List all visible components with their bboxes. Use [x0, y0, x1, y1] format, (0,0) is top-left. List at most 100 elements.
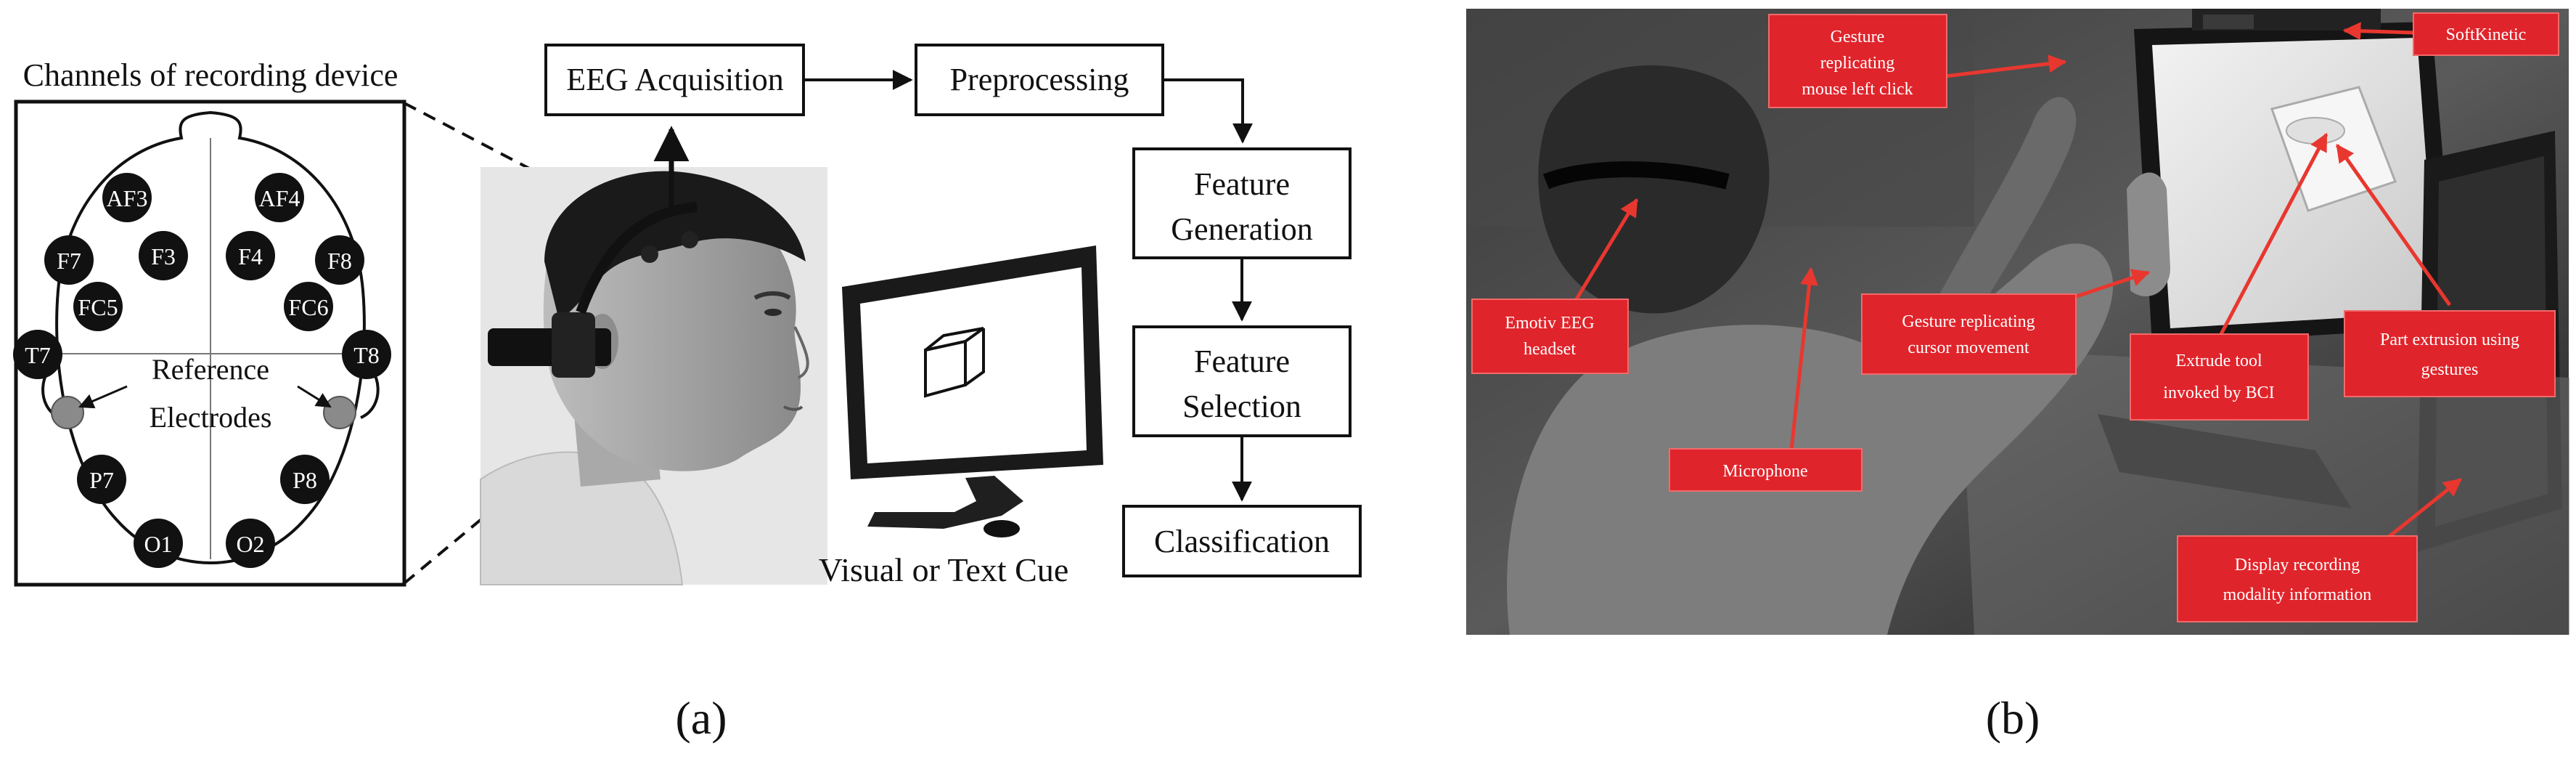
label-emotiv-line2: headset — [1524, 340, 1576, 359]
feature-generation-label-line2: Generation — [1171, 211, 1312, 247]
electrode-label: F3 — [151, 243, 176, 269]
arrow-extrude — [2219, 132, 2328, 336]
electrode-label: P7 — [89, 467, 114, 493]
electrode-label: O2 — [236, 531, 264, 557]
cube-icon — [924, 327, 985, 398]
label-gesture-click-line2: replicating — [1820, 54, 1895, 73]
label-extrude: Extrude tool invoked by BCI — [2130, 333, 2309, 421]
electrode-dot — [13, 330, 62, 379]
electrode-dot — [226, 519, 275, 568]
arrow-gesture-cursor — [2072, 269, 2151, 300]
arrow-part-extrusion — [2335, 143, 2452, 307]
feature-selection-label-line2: Selection — [1182, 389, 1301, 424]
electrode-t7: T7 — [13, 330, 62, 379]
electrode-dot — [73, 282, 123, 331]
arrow-emotiv — [1573, 198, 1639, 303]
electrode-o1: O1 — [134, 519, 183, 568]
classification-label: Classification — [1154, 524, 1330, 559]
label-microphone: Microphone — [1669, 448, 1863, 492]
label-extrude-line2: invoked by BCI — [2163, 383, 2274, 402]
electrode-dot — [284, 282, 333, 331]
arrow-microphone — [1789, 267, 1819, 451]
feature-generation-box — [1132, 147, 1352, 259]
electrode-p8: P8 — [280, 455, 330, 504]
arrow-softkinetic — [2342, 22, 2414, 41]
reference-electrode-right — [323, 396, 356, 429]
label-gesture-click-line3: mouse left click — [1802, 80, 1913, 99]
label-extrude-line1: Extrude tool — [2175, 352, 2262, 370]
electrode-dot — [342, 330, 391, 379]
electrode-dot — [255, 173, 304, 222]
label-gesture-cursor-line2: cursor movement — [1908, 338, 2029, 357]
processing-flow: EEG Acquisition Preprocessing Feature Ge… — [544, 44, 1362, 577]
label-emotiv: Emotiv EEG headset — [1471, 299, 1629, 374]
electrode-af4: AF4 — [255, 173, 304, 222]
electrode-af3: AF3 — [102, 173, 152, 222]
preprocessing-to-generation-arrow — [1163, 78, 1253, 144]
classification-box — [1122, 505, 1362, 577]
label-display-info-line2: modality information — [2223, 585, 2372, 604]
reference-label-line2: Electrodes — [150, 401, 272, 434]
panel-b: Gesture replicating mouse left click Sof… — [1466, 9, 2569, 744]
caption-a: (a) — [675, 692, 727, 744]
label-gesture-cursor-line1: Gesture replicating — [1902, 312, 2035, 331]
eeg-acquisition-label: EEG Acquisition — [566, 62, 783, 97]
electrode-t8: T8 — [342, 330, 391, 379]
arrow-gesture-click — [1945, 54, 2067, 78]
reference-label-line1: Reference — [152, 353, 269, 386]
electrode-p7: P7 — [77, 455, 126, 504]
subject-photo — [480, 167, 827, 585]
arrow-display-info — [2387, 478, 2462, 539]
label-part-extrusion-line1: Part extrusion using — [2380, 330, 2519, 349]
cue-monitor: Visual or Text Cue — [819, 245, 1103, 588]
reference-electrode-left — [51, 396, 84, 429]
panel-a: Channels of recording device Reference E… — [13, 44, 1362, 744]
electrode-fc5: FC5 — [73, 282, 123, 331]
electrode-dot — [226, 231, 275, 280]
electrode-dot — [102, 173, 152, 222]
annotation-arrows — [1573, 22, 2462, 539]
electrode-dot — [139, 231, 188, 280]
electrode-label: T7 — [25, 342, 51, 368]
electrode-label: FC6 — [288, 294, 328, 320]
label-softkinetic-text: SoftKinetic — [2446, 25, 2527, 44]
electrode-f3: F3 — [139, 231, 188, 280]
reference-arrow-left — [78, 385, 128, 409]
label-display-info-line1: Display recording — [2235, 556, 2360, 575]
label-microphone-text: Microphone — [1722, 462, 1807, 481]
electrode-label: F7 — [57, 248, 81, 274]
electrode-dot — [315, 235, 364, 285]
electrode-f7: F7 — [44, 235, 94, 285]
electrode-label: F4 — [238, 243, 263, 269]
electrode-map: Channels of recording device Reference E… — [13, 57, 618, 587]
preprocessing-box — [915, 44, 1164, 116]
eeg-acquisition-box — [544, 44, 805, 116]
feature-selection-label-line1: Feature — [1194, 344, 1290, 379]
reference-arrow-right — [297, 385, 332, 408]
electrode-label: T8 — [353, 342, 380, 368]
electrode-label: AF4 — [259, 185, 300, 211]
head-map-title: Channels of recording device — [23, 57, 398, 93]
cue-label: Visual or Text Cue — [819, 551, 1069, 588]
label-gesture-click-line1: Gesture — [1831, 28, 1885, 46]
electrode-label: P8 — [293, 467, 317, 493]
label-part-extrusion-line2: gestures — [2421, 360, 2479, 379]
electrode-dot — [77, 455, 126, 504]
electrode-dot — [280, 455, 330, 504]
electrode-label: FC5 — [78, 294, 118, 320]
electrode-label: F8 — [327, 248, 352, 274]
electrode-label: AF3 — [107, 185, 148, 211]
label-display-info: Display recording modality information — [2177, 535, 2418, 622]
label-gesture-click: Gesture replicating mouse left click — [1768, 14, 1947, 108]
label-part-extrusion: Part extrusion using gestures — [2344, 310, 2556, 397]
label-softkinetic: SoftKinetic — [2413, 12, 2559, 56]
label-gesture-cursor: Gesture replicating cursor movement — [1861, 293, 2077, 375]
zoom-line-bottom — [403, 511, 491, 585]
caption-b: (b) — [1986, 692, 2040, 744]
electrode-f4: F4 — [226, 231, 275, 280]
label-emotiv-line1: Emotiv EEG — [1505, 314, 1594, 333]
electrode-dot — [44, 235, 94, 285]
electrode-fc6: FC6 — [284, 282, 333, 331]
